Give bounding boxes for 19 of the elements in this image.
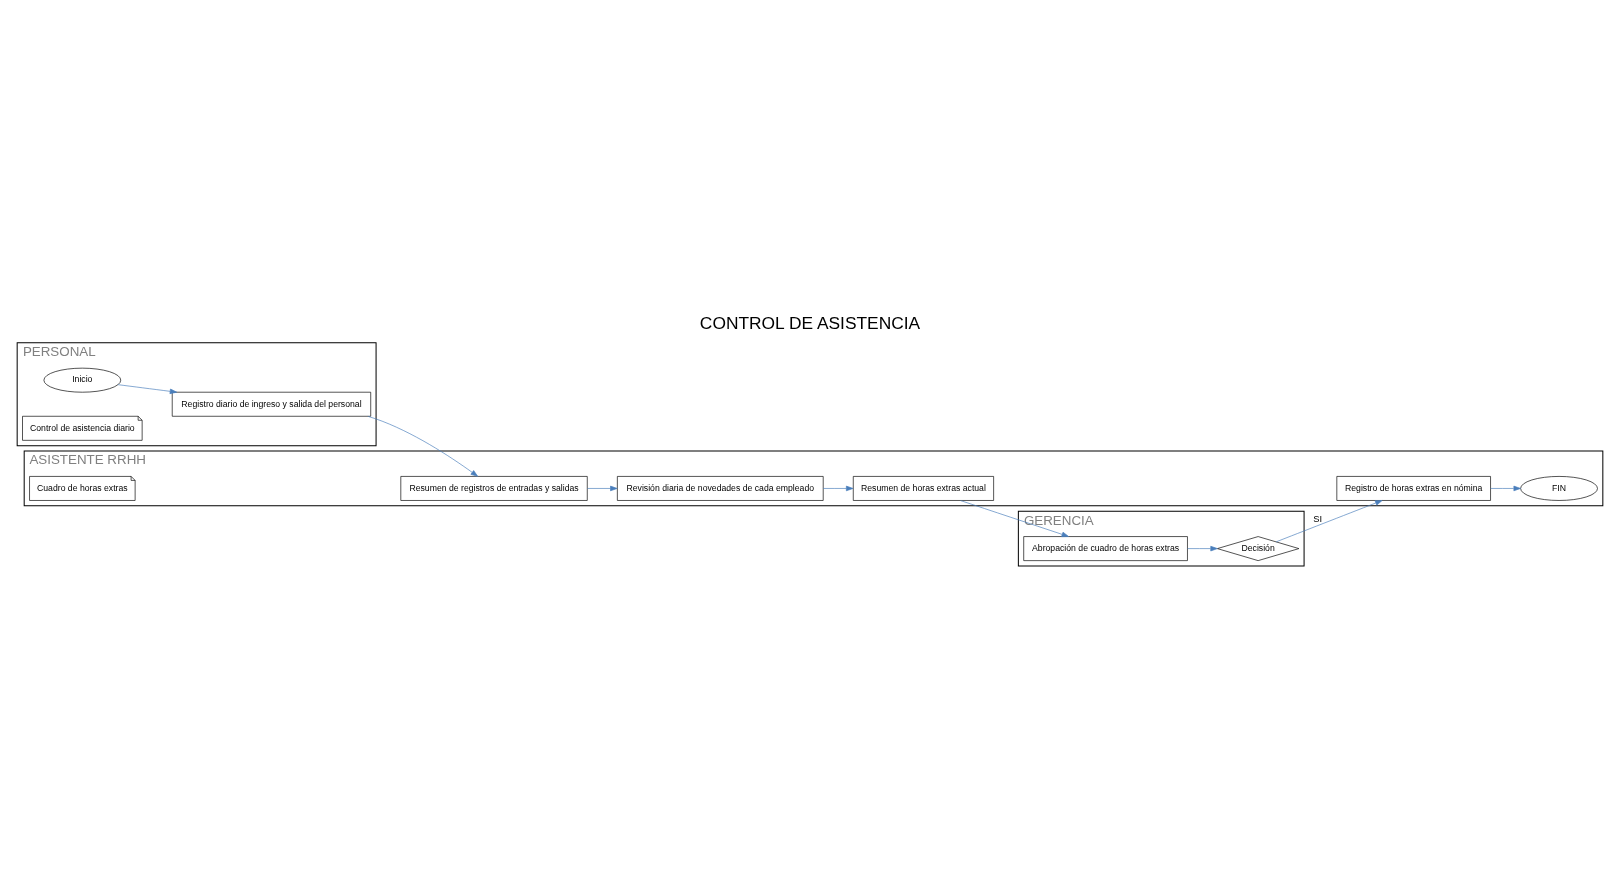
arrow xyxy=(823,485,854,491)
arrow xyxy=(367,415,478,477)
arrow xyxy=(587,485,618,491)
node-box: Resumen de registros de entradas y salidas xyxy=(400,475,588,501)
node-box: Abropación de cuadro de horas extras xyxy=(1023,535,1188,561)
node-box: Revisión diaria de novedades de cada empleado xyxy=(617,475,824,501)
node-box: Registro de horas extras en nómina xyxy=(1336,475,1491,501)
node-ellipse: FIN xyxy=(1520,475,1598,501)
arrow xyxy=(117,383,178,394)
arrow xyxy=(960,499,1069,537)
node-box: Resumen de horas extras actual xyxy=(852,475,994,501)
node-box: Registro diario de ingreso y salida del personal xyxy=(171,391,372,417)
diagram-title: CONTROL DE ASISTENCIA xyxy=(699,312,921,333)
node-diamond: Decisión xyxy=(1217,535,1300,561)
arrow xyxy=(1275,499,1383,542)
arrow xyxy=(1187,545,1218,551)
edge-label: SI xyxy=(1313,513,1323,524)
arrow xyxy=(1490,485,1521,491)
node-ellipse: Inicio xyxy=(43,367,122,393)
